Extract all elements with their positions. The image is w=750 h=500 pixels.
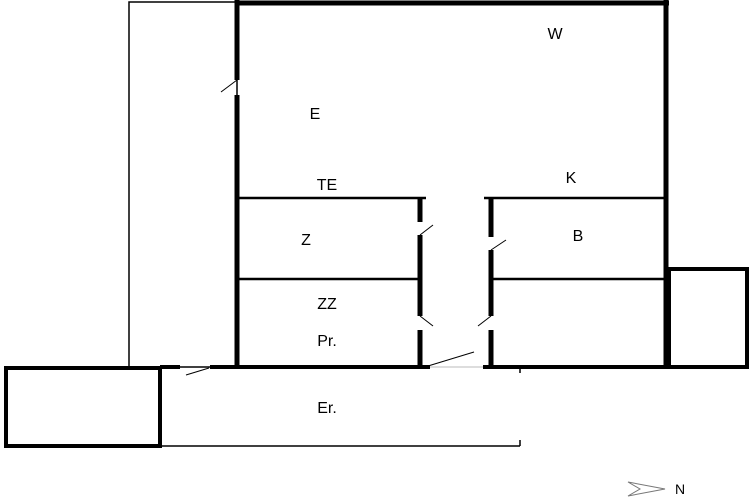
door-swing [427, 351, 475, 367]
room-label-w: W [547, 26, 563, 43]
door-swing [185, 367, 210, 376]
room-label-b: B [572, 228, 584, 245]
door-swing [490, 239, 507, 251]
door-swing [419, 315, 434, 327]
room-label-z: Z [301, 232, 311, 249]
north-arrow-icon [627, 481, 666, 497]
north-label: N [674, 481, 686, 497]
room-label-te: TE [316, 177, 338, 194]
room-label-k: K [565, 170, 577, 187]
door-swing [419, 224, 434, 236]
room-label-er: Er. [317, 400, 337, 417]
room-label-pr: Pr. [317, 333, 337, 350]
door-swing [220, 79, 238, 93]
entry-box [4, 366, 162, 448]
room-label-e: E [309, 106, 321, 123]
room-label-zz: ZZ [317, 296, 337, 313]
side-room [667, 267, 749, 369]
door-swing [477, 315, 492, 327]
annex-outline [128, 1, 238, 368]
